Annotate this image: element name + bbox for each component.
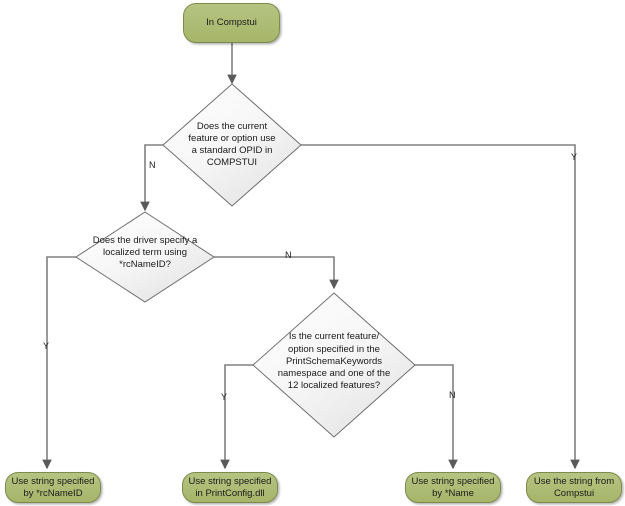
branch-label-decision2-no: N xyxy=(285,250,292,260)
start-node-label: In Compstui xyxy=(206,17,257,28)
decision1-line-1: feature or option use xyxy=(188,132,276,144)
end-node-use-name[interactable]: Use string specified by *Name xyxy=(405,472,501,503)
decision-node-standard-opid[interactable]: Does the current feature or option use a… xyxy=(162,83,302,207)
edge-decision2-yes-to-end-rcnameid xyxy=(42,256,76,470)
end-node-use-compstui-text: Use the string from Compstui xyxy=(534,476,614,500)
decision1-line-0: Does the current xyxy=(196,120,268,132)
decision2-line-0: Does the driver specify a xyxy=(92,234,198,246)
decision2-line-2: *rcNameID? xyxy=(119,259,171,271)
decision2-text: Does the driver specify a localized term… xyxy=(75,235,215,272)
end-node-use-printconfig-text: Use string specified in PrintConfig.dll xyxy=(189,476,272,500)
end-name-line-1: by *Name xyxy=(432,487,474,499)
branch-label-decision1-no: N xyxy=(149,160,156,170)
end-node-use-rcnameid[interactable]: Use string specified by *rcNameID xyxy=(5,472,101,503)
end-node-use-rcnameid-text: Use string specified by *rcNameID xyxy=(12,476,95,500)
decision1-line-2: a standard OPID in xyxy=(191,145,273,156)
edge-decision1-yes-to-end-compstui xyxy=(301,144,580,470)
edge-decision3-no-to-end-name xyxy=(415,364,458,470)
diamond-shape-decision3 xyxy=(252,292,416,438)
decision3-line-2: PrintSchemaKeywords xyxy=(285,355,383,367)
decision1-line-3: COMPSTUI xyxy=(206,157,258,169)
branch-label-decision2-yes: Y xyxy=(43,341,50,351)
end-rcnameid-line-0: Use string specified xyxy=(11,475,95,487)
end-compstui-line-0: Use the string from xyxy=(533,475,615,487)
start-node-in-compstui[interactable]: In Compstui xyxy=(183,3,280,43)
decision3-line-4: 12 localized features? xyxy=(287,380,381,392)
decision2-line-1: localized term using xyxy=(103,246,187,258)
branch-label-decision3-yes: Y xyxy=(221,392,228,402)
edge-decision1-no-to-decision2 xyxy=(140,144,163,212)
branch-label-decision1-yes: Y xyxy=(571,152,578,162)
end-printconfig-line-0: Use string specified xyxy=(188,475,272,487)
diamond-shape-decision2 xyxy=(75,211,215,303)
edge-decision2-no-to-decision3 xyxy=(214,256,339,290)
end-node-use-compstui[interactable]: Use the string from Compstui xyxy=(526,472,622,503)
decision3-line-3: namespace and one of the xyxy=(277,368,391,380)
decision3-line-0: Is the current feature/ xyxy=(288,331,380,343)
diamond-shape-decision1 xyxy=(162,83,302,207)
end-node-use-name-text: Use string specified by *Name xyxy=(412,476,495,500)
end-name-line-0: Use string specified xyxy=(411,475,495,487)
decision3-text: Is the current feature/ option specified… xyxy=(252,331,416,392)
end-node-use-printconfig[interactable]: Use string specified in PrintConfig.dll xyxy=(182,472,278,503)
branch-label-decision3-no: N xyxy=(449,390,456,400)
decision1-text: Does the current feature or option use a… xyxy=(162,121,302,170)
decision-node-printschemakeywords[interactable]: Is the current feature/ option specified… xyxy=(252,292,416,438)
decision3-line-1: option specified in the xyxy=(288,343,380,355)
edge-decision3-yes-to-end-printconfig xyxy=(220,364,253,470)
end-printconfig-line-1: in PrintConfig.dll xyxy=(195,487,265,499)
end-rcnameid-line-1: by *rcNameID xyxy=(23,487,83,499)
end-compstui-line-1: Compstui xyxy=(553,487,595,499)
decision-node-rcnameid[interactable]: Does the driver specify a localized term… xyxy=(75,211,215,303)
